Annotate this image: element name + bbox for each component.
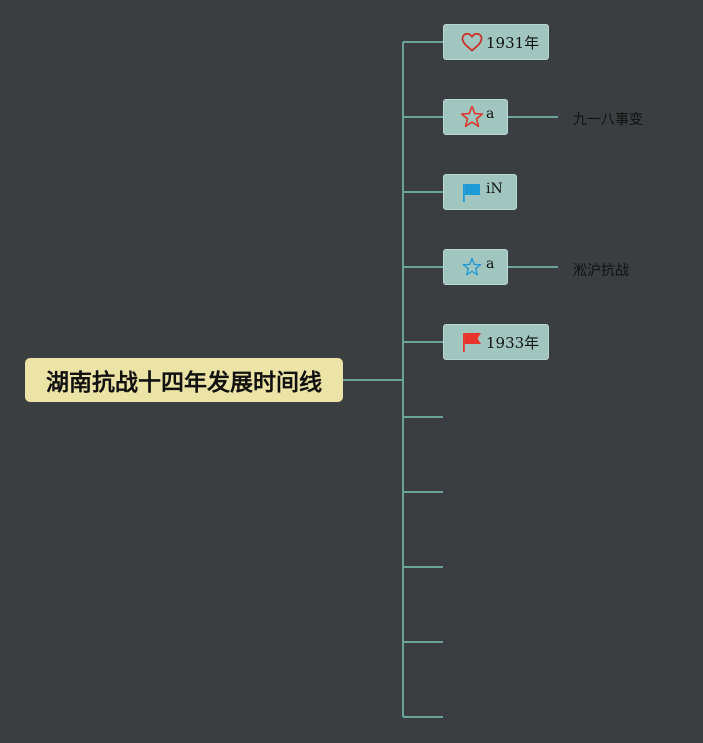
topic-node-a-blue-star[interactable]: a	[443, 249, 508, 285]
star-icon	[460, 105, 484, 129]
topic-label: iN	[486, 181, 503, 197]
flag-icon	[460, 330, 484, 354]
topic-label: a	[486, 256, 495, 272]
central-topic-label: 湖南抗战十四年发展时间线	[46, 370, 322, 396]
topic-node-a-red-star[interactable]: a	[443, 99, 508, 135]
topic-node-1931[interactable]: 1931年	[443, 24, 549, 60]
central-topic[interactable]: 湖南抗战十四年发展时间线	[25, 358, 343, 402]
topic-label: 1931年	[486, 33, 540, 52]
flag-icon	[460, 180, 484, 204]
star-icon	[460, 255, 484, 279]
heart-icon	[460, 30, 484, 54]
topic-label: a	[486, 106, 495, 122]
subtopic-label[interactable]: 九一八事变	[573, 112, 643, 128]
subtopic-label[interactable]: 淞沪抗战	[573, 263, 629, 279]
topic-label: 1933年	[486, 333, 540, 352]
topic-node-1933[interactable]: 1933年	[443, 324, 549, 360]
topic-node-in[interactable]: iN	[443, 174, 517, 210]
